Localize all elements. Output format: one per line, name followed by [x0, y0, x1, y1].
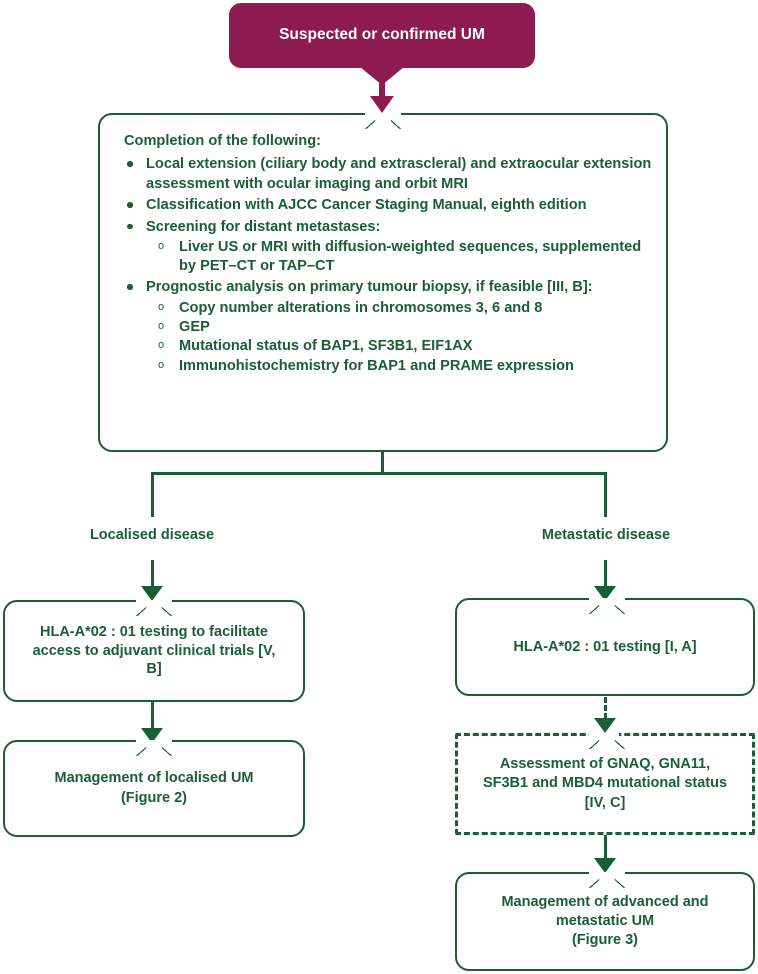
right-management-box-notch-icon	[589, 872, 625, 888]
workup-box-notch-icon	[365, 113, 401, 129]
right-management-label-line2: metastatic UM	[555, 912, 655, 929]
workup-box-content: Completion of the following: Local exten…	[124, 131, 654, 377]
right-management-label-line3: (Figure 3)	[571, 932, 639, 949]
bullet-dot-icon	[127, 202, 133, 208]
bullet-label: Screening for distant metastases:	[146, 218, 381, 235]
mutational-assessment-label-line1: Assessment of GNAQ, GNA11,	[499, 756, 711, 773]
right-hla-testing-box-textwrap: HLA-A*02 : 01 testing [I, A]	[455, 598, 755, 696]
workup-bullet-list: Local extension (ciliary body and extras…	[124, 154, 654, 376]
sub-bullet-label: Immunohistochemistry for BAP1 and PRAME …	[179, 357, 574, 374]
split-horizontal-line	[151, 472, 607, 475]
mutational-assessment-label-line3: [IV, C]	[584, 794, 626, 811]
right-dashed-arrow-head-icon	[594, 718, 616, 733]
right-hla-testing-box-notch-icon	[589, 598, 625, 614]
mutational-assessment-box-notch-icon	[589, 733, 619, 746]
workup-sub-list: o Liver US or MRI with diffusion-weighte…	[146, 238, 654, 277]
suspected-or-confirmed-um-box: Suspected or confirmed UM	[229, 3, 535, 68]
left-arrow2-shaft	[151, 702, 154, 738]
list-item: Prognostic analysis on primary tumour bi…	[124, 277, 654, 376]
list-item: Classification with AJCC Cancer Staging …	[124, 195, 654, 215]
bullet-circle-icon: o	[158, 319, 165, 332]
header-arrow-shaft	[379, 72, 385, 100]
sub-list-item: o GEP	[146, 318, 654, 337]
localised-disease-label: Localised disease	[89, 527, 215, 543]
bullet-circle-icon: o	[158, 239, 165, 252]
right-management-box-textwrap: Management of advanced and metastatic UM…	[455, 872, 755, 971]
bullet-dot-icon	[127, 284, 133, 290]
sub-bullet-label: GEP	[179, 318, 210, 335]
bullet-label: Prognostic analysis on primary tumour bi…	[146, 279, 593, 296]
bullet-label: Local extension (ciliary body and extras…	[146, 156, 652, 193]
sub-list-item: o Liver US or MRI with diffusion-weighte…	[146, 238, 654, 277]
left-arrow1-shaft	[151, 560, 154, 596]
left-management-box-textwrap: Management of localised UM (Figure 2)	[3, 740, 305, 837]
suspected-or-confirmed-um-label: Suspected or confirmed UM	[279, 26, 485, 44]
bullet-label: Classification with AJCC Cancer Staging …	[146, 197, 587, 214]
left-management-box	[3, 740, 305, 837]
left-hla-testing-box	[3, 600, 305, 702]
sub-bullet-label: Mutational status of BAP1, SF3B1, EIF1AX	[179, 338, 473, 355]
list-item: Screening for distant metastases: o Live…	[124, 217, 654, 277]
list-item: Local extension (ciliary body and extras…	[124, 154, 654, 194]
bullet-circle-icon: o	[158, 300, 165, 313]
bullet-circle-icon: o	[158, 358, 165, 371]
left-arrow1-head-icon	[141, 586, 163, 601]
left-management-label-line2: (Figure 2)	[120, 789, 188, 806]
right-arrow3-head-icon	[594, 858, 616, 873]
sub-bullet-label: Liver US or MRI with diffusion-weighted …	[179, 238, 642, 275]
left-management-label-line1: Management of localised UM	[54, 770, 254, 787]
right-arrow3-shaft	[604, 835, 607, 867]
split-left-drop-line	[151, 472, 154, 517]
left-hla-testing-box-textwrap: HLA-A*02 : 01 testing to facilitate acce…	[3, 600, 305, 702]
workup-intro-label: Completion of the following:	[124, 133, 321, 149]
sub-list-item: o Mutational status of BAP1, SF3B1, EIF1…	[146, 337, 654, 356]
sub-list-item: o Immunohistochemistry for BAP1 and PRAM…	[146, 357, 654, 376]
mutational-assessment-box-textwrap: Assessment of GNAQ, GNA11, SF3B1 and MBD…	[455, 733, 755, 835]
right-management-box	[455, 872, 755, 971]
split-stem-line	[381, 452, 384, 474]
bullet-dot-icon	[127, 161, 133, 167]
right-arrow1-shaft	[604, 560, 607, 596]
right-management-label-line1: Management of advanced and	[501, 893, 709, 910]
metastatic-disease-label: Metastatic disease	[541, 527, 671, 543]
bullet-dot-icon	[127, 223, 133, 229]
split-right-drop-line	[604, 472, 607, 517]
workup-sub-list: o Copy number alterations in chromosomes…	[146, 299, 654, 377]
mutational-assessment-label-line2: SF3B1 and MBD4 mutational status	[482, 775, 728, 792]
mutational-assessment-box	[455, 733, 755, 835]
left-hla-testing-label: HLA-A*02 : 01 testing to facilitate acce…	[32, 623, 276, 678]
bullet-circle-icon: o	[158, 339, 165, 352]
left-management-box-notch-icon	[136, 740, 172, 756]
header-arrow-head-icon	[370, 96, 394, 113]
right-dashed-arrow-shaft	[604, 697, 607, 727]
left-hla-testing-box-notch-icon	[136, 600, 172, 616]
sub-bullet-label: Copy number alterations in chromosomes 3…	[179, 299, 543, 316]
workup-box	[98, 113, 668, 452]
right-hla-testing-label: HLA-A*02 : 01 testing [I, A]	[513, 638, 697, 655]
sub-list-item: o Copy number alterations in chromosomes…	[146, 299, 654, 318]
